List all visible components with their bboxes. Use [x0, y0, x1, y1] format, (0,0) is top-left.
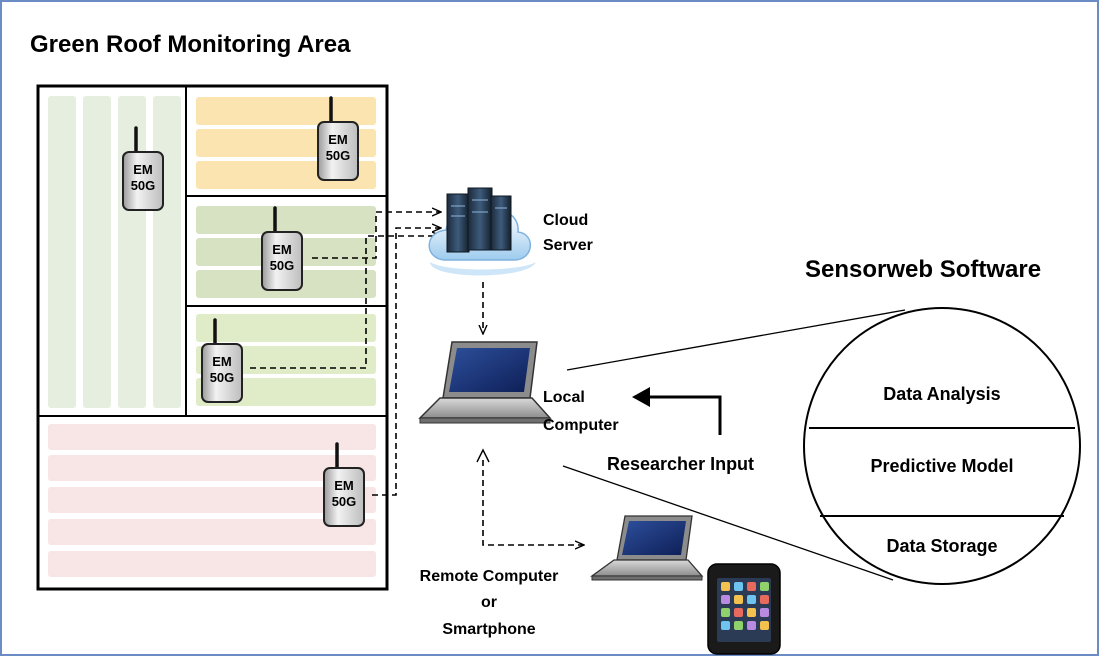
laptop-base [418, 397, 552, 419]
strip [48, 455, 376, 481]
server-rack [446, 193, 470, 253]
arrowhead-up [476, 448, 490, 463]
connector-line-top [566, 309, 906, 371]
diagram-title: Green Roof Monitoring Area [30, 31, 351, 58]
data-links [250, 212, 583, 545]
strip [48, 487, 376, 513]
sensor-label-em: EM [334, 478, 354, 493]
server-rack [490, 195, 512, 251]
local-label-line2: Computer [543, 417, 619, 434]
strip [196, 206, 376, 234]
sensor-device-2: EM 50G [317, 96, 359, 181]
cloud-label-line1: Cloud [543, 212, 588, 229]
sensor-label-em: EM [272, 242, 292, 257]
researcher-input-label: Researcher Input [607, 454, 754, 474]
remote-label-line1: Remote Computer [420, 568, 559, 585]
local-laptop-icon [418, 341, 552, 424]
arrowhead-left-icon [632, 387, 650, 407]
link-sensor-olive-to-cloud [312, 212, 440, 259]
sensor-label-em: EM [328, 132, 348, 147]
researcher-input-arrow [648, 395, 722, 435]
olive-zone-strips [196, 206, 376, 298]
section-data-storage: Data Storage [886, 536, 997, 556]
sensor-label-model: 50G [326, 148, 351, 163]
remote-laptop-icon [590, 515, 704, 581]
strip [196, 314, 376, 342]
sensor-label-model: 50G [210, 370, 235, 385]
link-sensor-pink-to-cloud [372, 228, 440, 496]
strip [118, 96, 146, 408]
cloud-label-line2: Server [543, 237, 593, 254]
connector-line-bottom [562, 465, 894, 581]
sensor-body [317, 121, 359, 181]
sensor-label-model: 50G [270, 258, 295, 273]
sensor-device-3: EM 50G [261, 206, 303, 291]
strip [48, 96, 76, 408]
sensor-body [122, 151, 164, 211]
strip [83, 96, 111, 408]
sensor-label-model: 50G [131, 178, 156, 193]
cloud-server-icon [428, 187, 536, 276]
software-title: Sensorweb Software [805, 256, 1041, 283]
strip [48, 519, 376, 545]
link-sensor-green-to-cloud [250, 236, 440, 369]
section-data-analysis: Data Analysis [883, 384, 1000, 404]
laptop-screen [622, 521, 686, 555]
sensor-body [201, 343, 243, 403]
sensor-device-4: EM 50G [201, 318, 243, 403]
software-circle: Data Analysis Predictive Model Data Stor… [803, 307, 1081, 585]
sensor-label-em: EM [212, 354, 232, 369]
remote-label-line2: or [481, 594, 497, 611]
local-label-line1: Local [543, 389, 585, 406]
pink-zone-strips [48, 424, 376, 577]
section-predictive-model: Predictive Model [870, 456, 1013, 476]
sensor-label-em: EM [133, 162, 153, 177]
smartphone-icon [707, 563, 781, 655]
sensor-device-1: EM 50G [122, 126, 164, 211]
strip [48, 551, 376, 577]
remote-label-line3: Smartphone [442, 621, 535, 638]
strip [48, 424, 376, 450]
link-local-to-remote [482, 460, 583, 545]
laptop-screen [449, 348, 530, 392]
strip [196, 97, 376, 125]
strip [153, 96, 181, 408]
sensor-body [261, 231, 303, 291]
server-rack [467, 187, 493, 251]
sensor-label-model: 50G [332, 494, 357, 509]
phone-screen [717, 578, 771, 642]
sensor-body [323, 467, 365, 527]
sensor-device-5: EM 50G [323, 442, 365, 527]
